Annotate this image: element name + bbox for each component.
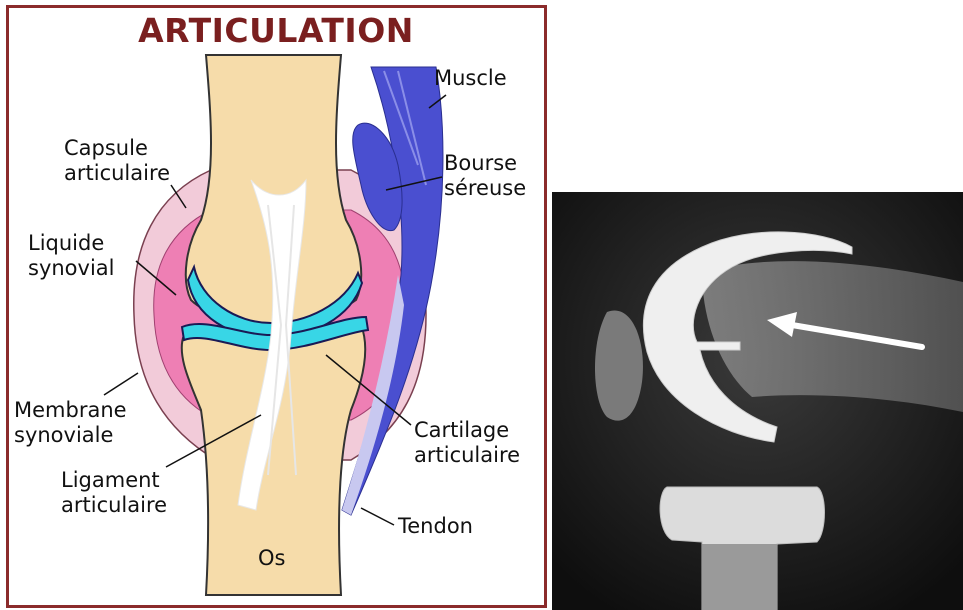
label-os: Os <box>258 546 285 570</box>
label-muscle: Muscle <box>434 66 507 90</box>
label-tendon: Tendon <box>397 514 473 538</box>
label-ligament-2: articulaire <box>61 493 167 517</box>
diagram-title: ARTICULATION <box>138 11 414 50</box>
label-liquide-1: Liquide <box>28 231 104 255</box>
knee-xray-image <box>552 192 963 610</box>
label-bourse-1: Bourse <box>444 151 517 175</box>
label-ligament-1: Ligament <box>61 468 160 492</box>
label-cartilage-1: Cartilage <box>414 418 509 442</box>
label-capsule-2: articulaire <box>64 161 170 185</box>
knee-xray-svg <box>552 192 963 610</box>
label-capsule-1: Capsule <box>64 136 148 160</box>
label-membrane-2: synoviale <box>14 423 113 447</box>
joint-diagram: ARTICULATION Capsule articulaire Liquide… <box>6 5 547 608</box>
joint-diagram-svg: ARTICULATION Capsule articulaire Liquide… <box>6 5 547 608</box>
label-bourse-2: séreuse <box>444 176 526 200</box>
label-liquide-2: synovial <box>28 256 115 280</box>
label-membrane-1: Membrane <box>14 398 127 422</box>
label-cartilage-2: articulaire <box>414 443 520 467</box>
tibial-stem <box>702 544 777 610</box>
